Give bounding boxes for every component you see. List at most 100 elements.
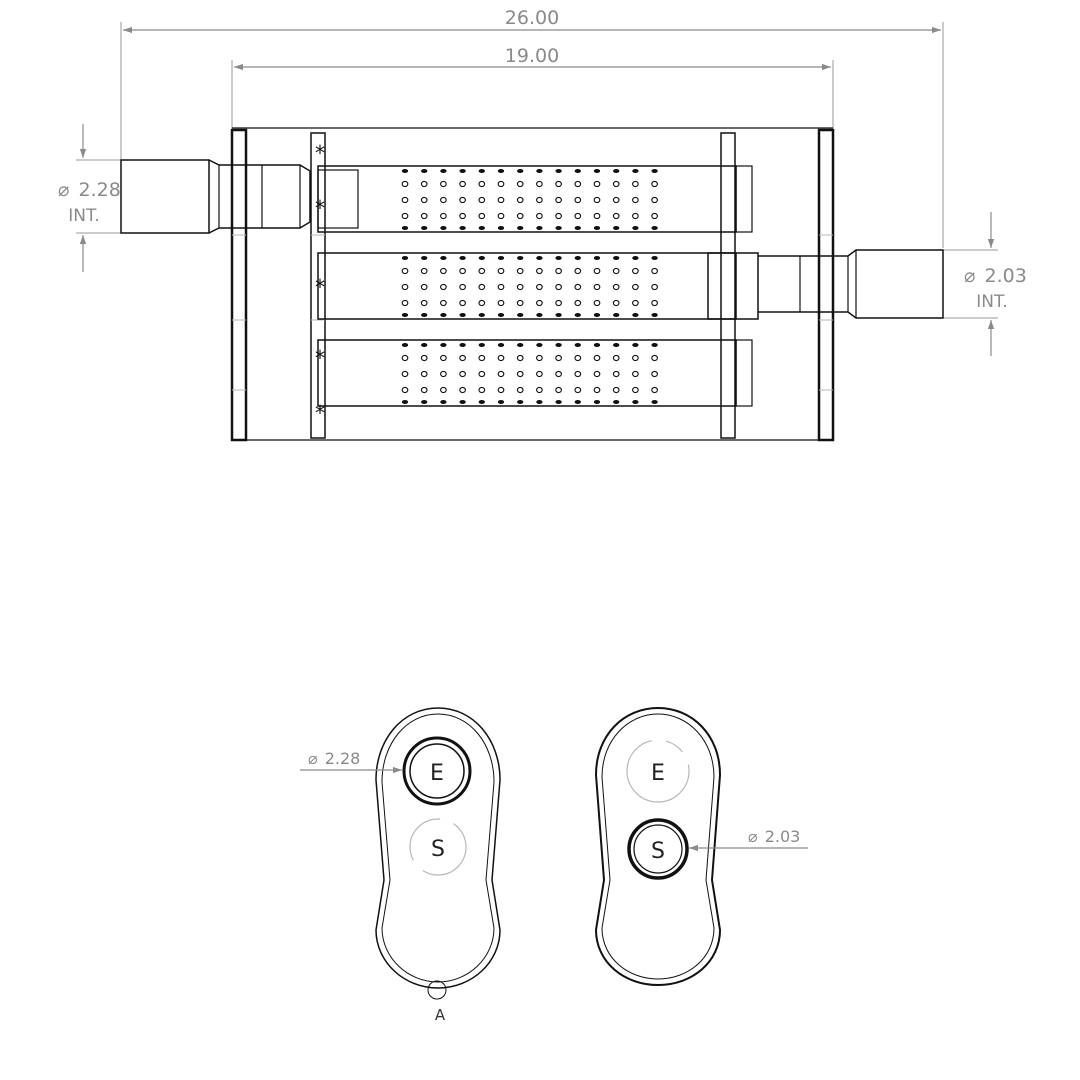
perforation-hole (459, 196, 466, 204)
outlet-port-label: S (431, 837, 445, 862)
perforation-hole (632, 196, 639, 204)
perforation-hole (440, 212, 447, 220)
perforation-hole (516, 283, 524, 291)
perforation-hole (536, 386, 543, 394)
weld-mark: * (315, 275, 325, 299)
perforation-hole (478, 313, 485, 317)
perforation-hole (632, 386, 639, 394)
inlet-port-label: E (430, 761, 444, 786)
perforation-hole (497, 226, 505, 230)
outlet-diameter-suffix: INT. (976, 292, 1008, 312)
perforation-hole (536, 343, 543, 347)
dimension-outlet-end-diameter: ⌀ 2.03 (689, 827, 808, 852)
perforation-hole (421, 256, 428, 260)
perforation-hole (574, 354, 582, 362)
perforation-hole (536, 299, 543, 307)
perforation-hole (651, 386, 658, 394)
perforation-hole (613, 343, 620, 347)
perforation-hole (632, 354, 639, 362)
perforation-hole (459, 354, 466, 362)
perforation-hole (536, 400, 543, 404)
perforation-hole (574, 256, 581, 260)
perforation-hole (555, 196, 562, 204)
inlet-port-hidden (626, 739, 690, 803)
perforation-hole (632, 370, 639, 378)
perforation-hole (574, 313, 581, 317)
perforation-hole (459, 212, 466, 220)
perforation-hole (516, 212, 524, 220)
perforation-hole (574, 386, 582, 394)
perforation-hole (420, 386, 428, 394)
perforation-hole (536, 256, 543, 260)
inlet-port-bore (409, 743, 465, 799)
weld-mark: * (315, 401, 325, 425)
svg-text:⌀ 2.03: ⌀ 2.03 (964, 265, 1027, 287)
perforation-hole (478, 386, 486, 394)
perforation-hole (478, 343, 485, 347)
perforation-hole (613, 313, 620, 317)
perforation-hole (593, 196, 601, 204)
perforation-hole (478, 400, 485, 404)
svg-text:⌀ 2.28: ⌀ 2.28 (58, 179, 121, 201)
perforation-hole (440, 196, 447, 204)
perforation-hole (421, 313, 428, 317)
perforation-hole (612, 267, 620, 275)
perforation-hole (612, 354, 620, 362)
perforation-hole (555, 386, 562, 394)
perforation-hole (651, 256, 658, 260)
dimension-inner-length: 19.00 (231, 45, 834, 128)
inlet-port-label: E (651, 761, 665, 786)
outlet-diameter-value: 2.03 (985, 265, 1027, 287)
top-view: 26.00 19.00 ⌀ 2.28 INT. (58, 7, 1027, 442)
perforation-hole (478, 169, 485, 173)
perforation-hole (459, 343, 466, 347)
perforation-hole (478, 354, 486, 362)
perforation-hole (517, 169, 524, 173)
perforation-hole (536, 180, 543, 188)
perforation-hole (632, 299, 639, 307)
perforation-hole (516, 386, 524, 394)
perforation-hole (497, 212, 505, 220)
dimension-overall-length: 26.00 (120, 7, 944, 248)
perforation-hole (401, 343, 409, 347)
perforation-hole (536, 226, 543, 230)
perforation-hole (612, 212, 620, 220)
dimension-inlet-diameter: ⌀ 2.28 INT. (58, 124, 121, 272)
perforation-hole (459, 267, 466, 275)
perforation-hole (497, 256, 505, 260)
dimension-outlet-diameter: ⌀ 2.03 INT. (943, 212, 1027, 356)
oval-body-outer (375, 707, 501, 989)
perforation-hole (420, 299, 428, 307)
perforation-hole (401, 299, 409, 307)
perforation-hole (421, 400, 428, 404)
perforation-hole (459, 169, 466, 173)
inlet-diameter-suffix: INT. (68, 206, 100, 226)
perforation-hole (632, 343, 639, 347)
perforation-hole (536, 313, 543, 317)
inner-length-value: 19.00 (505, 45, 559, 67)
perforation-hole (440, 354, 447, 362)
perforation-hole (593, 370, 601, 378)
perforation-hole (574, 400, 581, 404)
perforation-hole (593, 299, 601, 307)
perforation-hole (420, 354, 428, 362)
perforation-hole (651, 400, 658, 404)
perforation-hole (401, 313, 409, 317)
overall-length-value: 26.00 (505, 7, 559, 29)
perforation-hole (401, 256, 409, 260)
perforation-hole (555, 256, 562, 260)
perforation-hole (401, 196, 409, 204)
perforation-hole (555, 267, 562, 275)
perforation-hole (555, 343, 562, 347)
perforation-hole (497, 196, 505, 204)
perforation-hole (612, 180, 620, 188)
perforation-hole (612, 370, 620, 378)
perforation-hole (516, 354, 524, 362)
perforation-hole (459, 180, 466, 188)
perforation-hole (420, 212, 428, 220)
perforation-hole (517, 226, 524, 230)
perforation-hole (401, 267, 409, 275)
perforation-hole (651, 354, 658, 362)
perforation-hole (459, 370, 466, 378)
outlet-port-bore (633, 824, 683, 874)
